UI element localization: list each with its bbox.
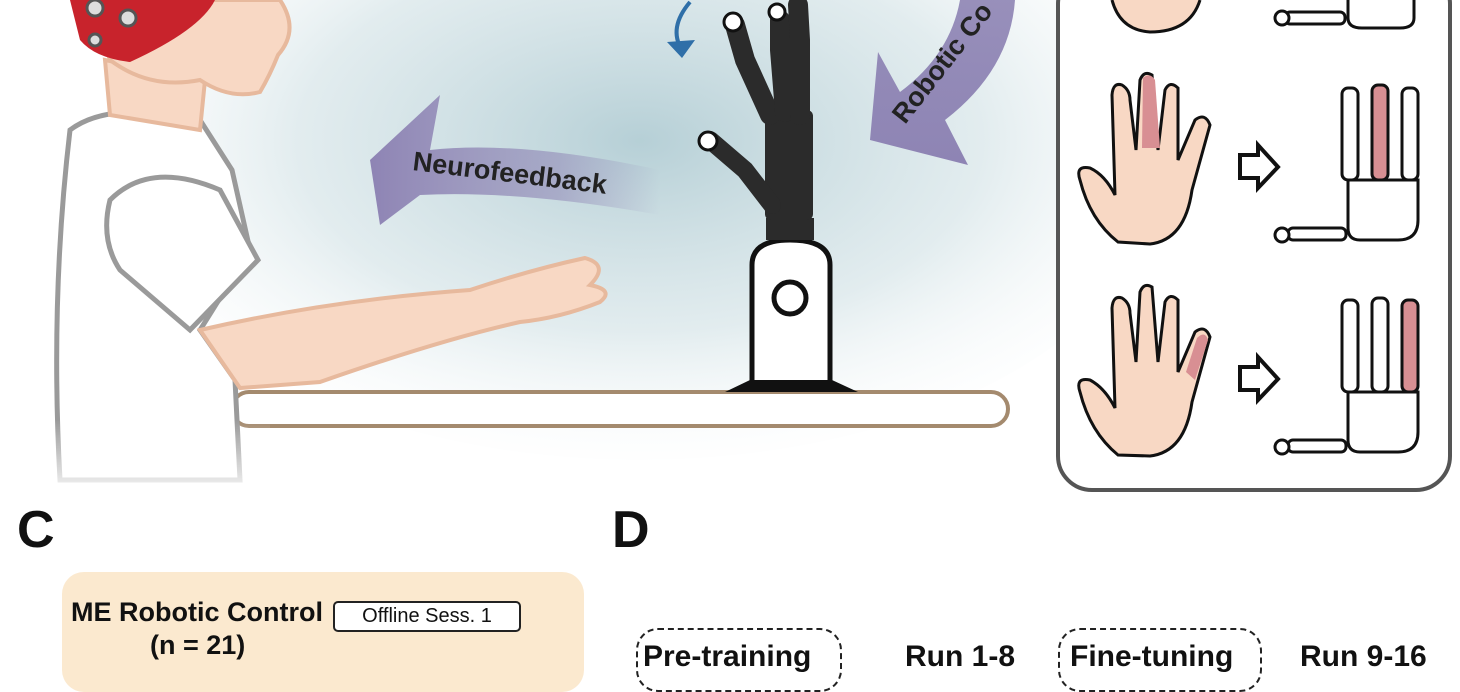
robot-hand-outline: [1273, 0, 1416, 30]
robot-finger: [788, 0, 810, 125]
robot-finger: [725, 15, 780, 125]
neurofeedback-arrow: [370, 95, 660, 225]
pretraining-label: Pre-training: [643, 640, 812, 673]
eeg-electrode: [87, 32, 103, 48]
rotation-arrow-head: [667, 40, 695, 58]
human-hand: [1110, 0, 1202, 34]
human-hand: [1077, 71, 1212, 246]
robot-fingertip: [767, 2, 787, 22]
robot-base-foot: [725, 380, 858, 392]
eeg-electrode: [85, 0, 105, 18]
person-fade: [40, 420, 270, 500]
person-sleeve: [104, 174, 262, 334]
robot-fingertip: [722, 11, 744, 33]
robot-finger: [770, 10, 795, 122]
table: [230, 390, 1010, 428]
robot-wrist: [766, 218, 814, 240]
run-1-8-label: Run 1-8: [905, 640, 1016, 673]
panel-letter-c: C: [17, 501, 55, 559]
robot-base-knob: [771, 279, 809, 317]
robot-thumb: [701, 131, 781, 214]
robot-hand-outline: [1273, 83, 1420, 244]
robotic-control-arrow: [870, 0, 1015, 165]
human-hand: [1077, 283, 1212, 458]
illustration: Neurofeedback Robotic Co: [40, 0, 1452, 500]
eeg-cap: [70, 0, 215, 62]
panel-c-box: [62, 572, 584, 692]
finetuning-label: Fine-tuning: [1070, 640, 1234, 673]
right-arrow-icon: [1238, 139, 1281, 193]
robot-palm: [765, 110, 813, 220]
panel-c-title: ME Robotic Control: [71, 597, 323, 627]
robotic-hand: [697, 0, 858, 392]
panel-letter-d: D: [612, 501, 650, 559]
session-badge: Offline Sess. 1: [333, 601, 521, 632]
robot-hand-outline: [1273, 296, 1420, 456]
panel-c-sample-size: (n = 21): [150, 630, 246, 660]
run-9-16-label: Run 9-16: [1300, 640, 1427, 673]
eeg-electrode: [118, 8, 138, 28]
person-arm: [196, 255, 608, 391]
robot-fingertip: [697, 130, 719, 152]
right-arrow-icon: [1238, 351, 1281, 405]
